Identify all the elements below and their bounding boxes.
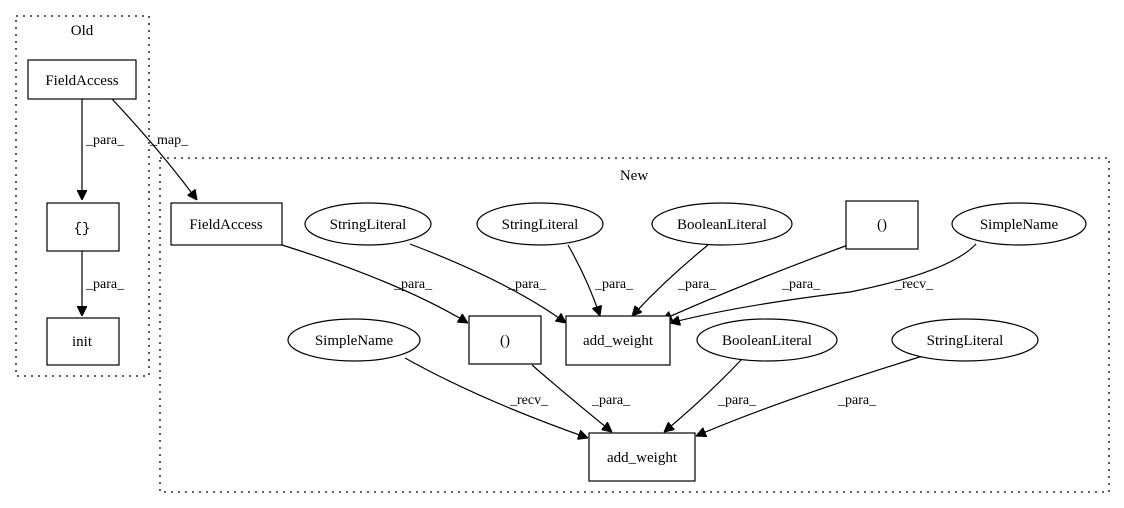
node-add-weight-2: add_weight (588, 432, 696, 482)
node-label-old-init: init (72, 334, 93, 350)
node-label-booleanliteral-2: BooleanLiteral (722, 333, 812, 349)
node-simplename-top: SimpleName (951, 202, 1087, 246)
edge-parens-top-to-aw1 (662, 244, 849, 320)
node-label-old-fieldaccess: FieldAccess (45, 73, 118, 89)
edge-sl2-to-aw1 (567, 244, 600, 316)
edge-label-sn-top-to-aw1: _recv_ (894, 277, 934, 292)
node-label-stringliteral-2: StringLiteral (502, 217, 579, 233)
node-label-stringliteral-1: StringLiteral (330, 217, 407, 233)
edge-label-sl2-to-aw1: _para_ (594, 277, 634, 292)
edge-label-bl2-to-aw2: _para_ (717, 393, 757, 408)
cluster-old-label: Old (71, 23, 94, 39)
edge-label-sl1-to-aw1: _para_ (507, 277, 547, 292)
node-old-fieldaccess: FieldAccess (27, 59, 137, 100)
node-label-booleanliteral-1: BooleanLiteral (677, 217, 767, 233)
edge-label-parens-mid-to-aw2: _para_ (591, 393, 631, 408)
node-booleanliteral-2: BooleanLiteral (696, 318, 838, 362)
node-label-parens-top: () (877, 217, 887, 233)
node-label-stringliteral-3: StringLiteral (927, 333, 1004, 349)
edge-sn-top-to-aw1 (670, 243, 977, 323)
node-old-init: init (46, 317, 120, 366)
edge-label-new-fa-to-parens-mid: _para_ (393, 277, 433, 292)
edge-label-sl3-to-aw2: _para_ (837, 393, 877, 408)
node-stringliteral-2: StringLiteral (476, 202, 604, 246)
node-parens-mid: () (468, 315, 542, 365)
cluster-new: New (159, 157, 1110, 493)
node-stringliteral-1: StringLiteral (304, 202, 432, 246)
node-label-simplename-top: SimpleName (980, 217, 1059, 233)
edge-label-bl1-to-aw1: _para_ (677, 277, 717, 292)
edge-label-parens-top-to-aw1: _para_ (781, 277, 821, 292)
node-stringliteral-3: StringLiteral (891, 318, 1039, 362)
node-label-add-weight-2: add_weight (607, 450, 678, 466)
node-label-simplename-bottom: SimpleName (315, 333, 394, 349)
edge-label-braces-to-init: _para_ (85, 277, 125, 292)
node-parens-top: () (845, 200, 919, 250)
edge-bl2-to-aw2 (664, 358, 743, 432)
edge-old-fa-to-new-fa (111, 98, 197, 200)
node-label-new-fieldaccess: FieldAccess (189, 217, 262, 233)
cluster-new-label: New (620, 168, 648, 184)
edge-sn-bottom-to-aw2 (404, 357, 588, 438)
cluster-old: Old (15, 15, 150, 377)
edge-label-sn-bottom-to-aw2: _recv_ (509, 393, 549, 408)
edge-label-old-fa-to-new-fa: _map_ (149, 133, 189, 148)
edge-new-fa-to-parens-mid (281, 244, 468, 323)
edge-bl1-to-aw1 (632, 244, 709, 316)
node-label-add-weight-1: add_weight (583, 333, 654, 349)
node-add-weight-1: add_weight (565, 315, 671, 366)
edge-parens-mid-to-aw2 (531, 364, 612, 432)
node-label-parens-mid: () (500, 333, 510, 349)
node-booleanliteral-1: BooleanLiteral (651, 202, 793, 246)
node-simplename-bottom: SimpleName (287, 318, 421, 362)
node-old-braces: {} (46, 202, 120, 252)
edge-sl1-to-aw1 (409, 243, 566, 323)
node-label-old-braces: {} (74, 221, 91, 237)
edge-label-old-fa-to-braces: _para_ (85, 133, 125, 148)
edge-sl3-to-aw2 (696, 354, 927, 436)
node-new-fieldaccess: FieldAccess (170, 202, 283, 246)
edges: _para_ _map_ _para_ _para_ _para_ _para_… (82, 98, 977, 438)
